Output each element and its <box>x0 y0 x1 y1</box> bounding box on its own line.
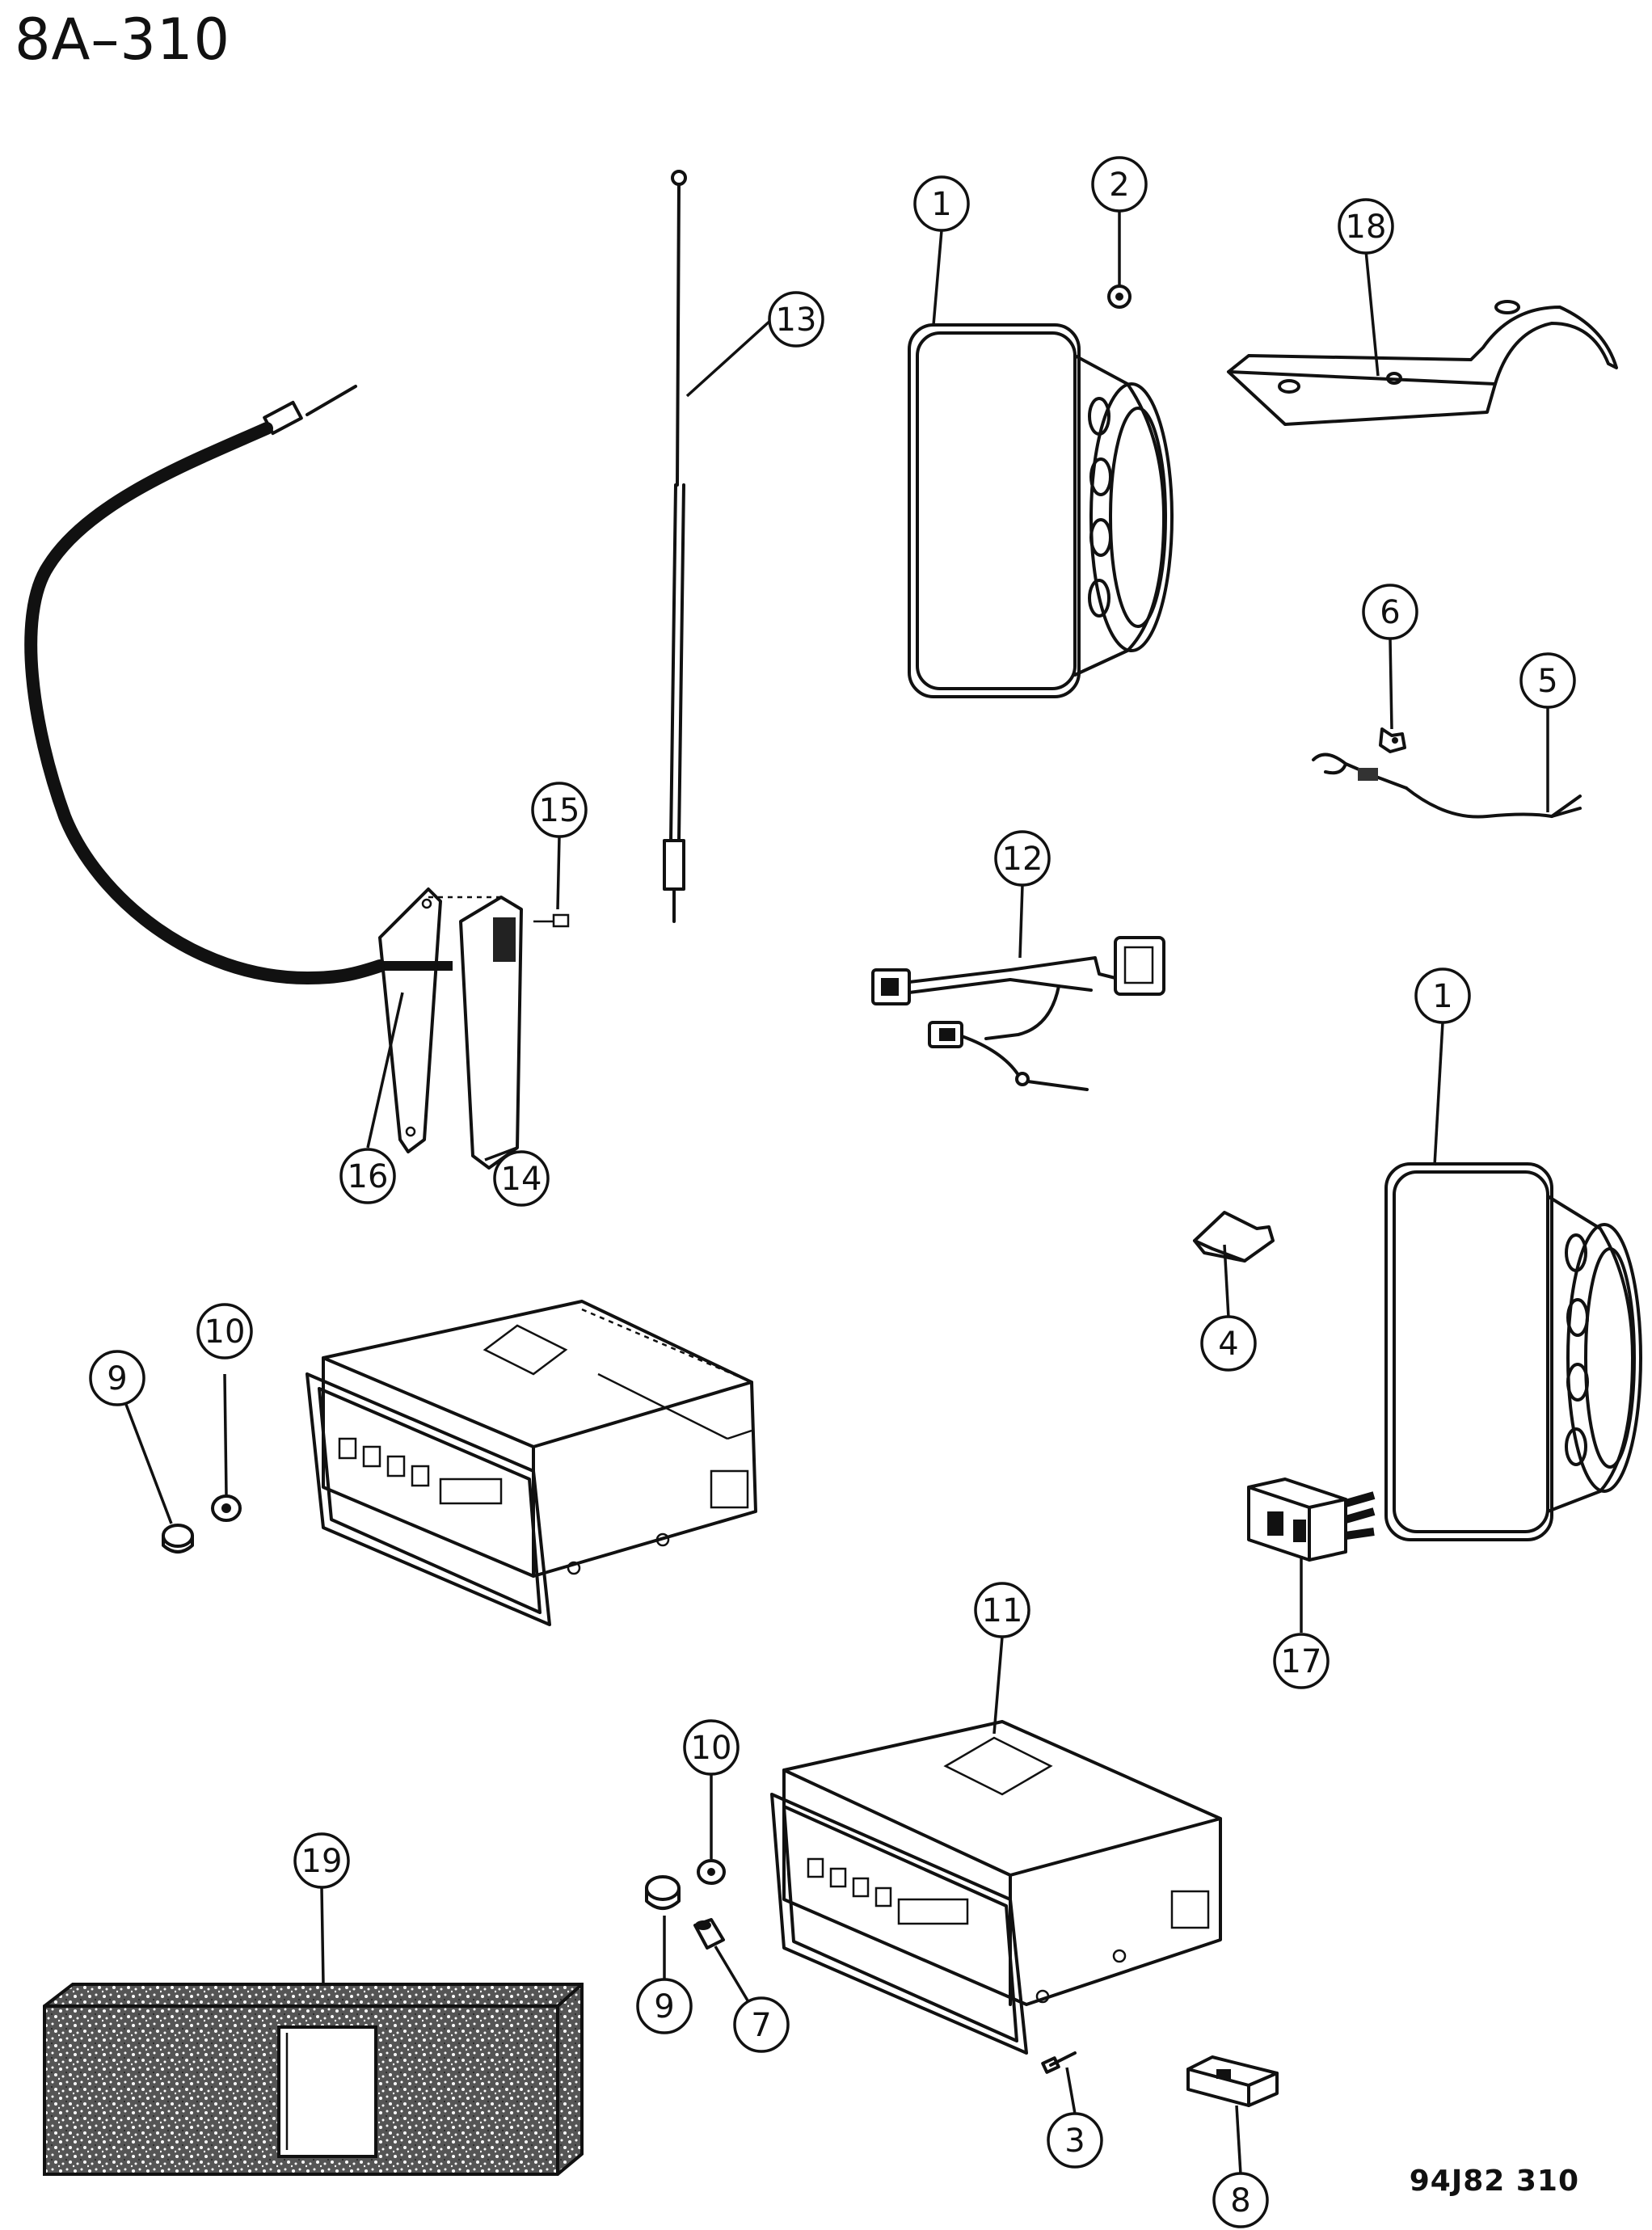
svg-text:7: 7 <box>751 2007 771 2044</box>
antenna-cable <box>24 385 453 985</box>
speaker-upper <box>908 323 1174 698</box>
antenna-gasket <box>378 887 442 1153</box>
svg-text:5: 5 <box>1537 663 1557 700</box>
callout-8: 8 <box>1212 2172 1269 2228</box>
callout-5: 5 <box>1519 652 1576 709</box>
svg-text:14: 14 <box>501 1161 542 1198</box>
speaker-bracket <box>1227 300 1618 426</box>
figure-id: 94J82 310 <box>1409 2165 1579 2198</box>
callout-1-lower: 1 <box>1414 967 1471 1024</box>
svg-text:15: 15 <box>539 792 580 829</box>
radio-receiver-lower <box>770 1720 1222 2055</box>
svg-text:3: 3 <box>1064 2123 1085 2160</box>
svg-text:10: 10 <box>204 1313 246 1351</box>
radio-harness <box>871 936 1165 1091</box>
svg-text:1: 1 <box>1432 978 1452 1015</box>
callout-9-upper: 9 <box>89 1350 145 1406</box>
callout-9-lower: 9 <box>636 1978 693 2034</box>
svg-text:11: 11 <box>982 1592 1023 1629</box>
svg-text:9: 9 <box>654 1988 674 2026</box>
nut-lower <box>697 1859 726 1885</box>
svg-text:1: 1 <box>931 186 951 223</box>
callout-15: 15 <box>531 782 588 838</box>
callout-12: 12 <box>994 830 1051 887</box>
callout-4: 4 <box>1200 1315 1257 1372</box>
svg-text:13: 13 <box>776 301 817 339</box>
knob-lower <box>645 1875 681 1910</box>
radio-receiver-upper <box>306 1300 757 1626</box>
svg-text:16: 16 <box>348 1158 389 1195</box>
svg-text:8: 8 <box>1230 2182 1250 2219</box>
speaker-clip <box>1193 1211 1275 1263</box>
knob-upper <box>162 1524 194 1553</box>
svg-text:18: 18 <box>1346 209 1387 246</box>
callout-3: 3 <box>1047 2112 1103 2169</box>
nut-upper <box>211 1494 242 1522</box>
radio-bezel-insulator <box>43 1983 584 2176</box>
callout-19: 19 <box>293 1832 350 1889</box>
screw-lower <box>693 1918 725 1950</box>
fuse <box>1186 2055 1279 2107</box>
svg-text:19: 19 <box>301 1843 343 1880</box>
ground-wire <box>1312 752 1582 819</box>
svg-text:6: 6 <box>1380 594 1400 631</box>
ground-screw <box>1379 727 1406 753</box>
callout-6: 6 <box>1362 584 1418 640</box>
mounting-screw <box>1041 2051 1077 2074</box>
antenna-mast <box>663 170 687 923</box>
svg-text:9: 9 <box>107 1360 127 1397</box>
svg-text:2: 2 <box>1109 167 1129 204</box>
callout-14: 14 <box>493 1150 550 1207</box>
svg-text:4: 4 <box>1218 1326 1238 1363</box>
callout-16: 16 <box>339 1148 396 1204</box>
speaker-nut <box>1107 285 1132 309</box>
svg-text:10: 10 <box>691 1730 732 1767</box>
svg-text:17: 17 <box>1281 1643 1322 1680</box>
callout-11: 11 <box>974 1582 1030 1638</box>
callout-10-upper: 10 <box>196 1303 253 1359</box>
callout-7: 7 <box>733 1996 790 2053</box>
callout-2: 2 <box>1091 156 1148 213</box>
speaker-connector <box>1247 1478 1376 1562</box>
antenna-adapter <box>428 896 570 1170</box>
callout-13: 13 <box>768 291 824 348</box>
callout-17: 17 <box>1273 1633 1330 1689</box>
leader-lines <box>124 210 1549 2175</box>
callout-10-lower: 10 <box>683 1719 740 1776</box>
speaker-lower <box>1384 1162 1642 1541</box>
page-number: 8A–310 <box>15 6 231 73</box>
callout-1-upper: 1 <box>913 175 970 232</box>
svg-text:12: 12 <box>1002 841 1043 878</box>
callout-18: 18 <box>1338 198 1394 255</box>
